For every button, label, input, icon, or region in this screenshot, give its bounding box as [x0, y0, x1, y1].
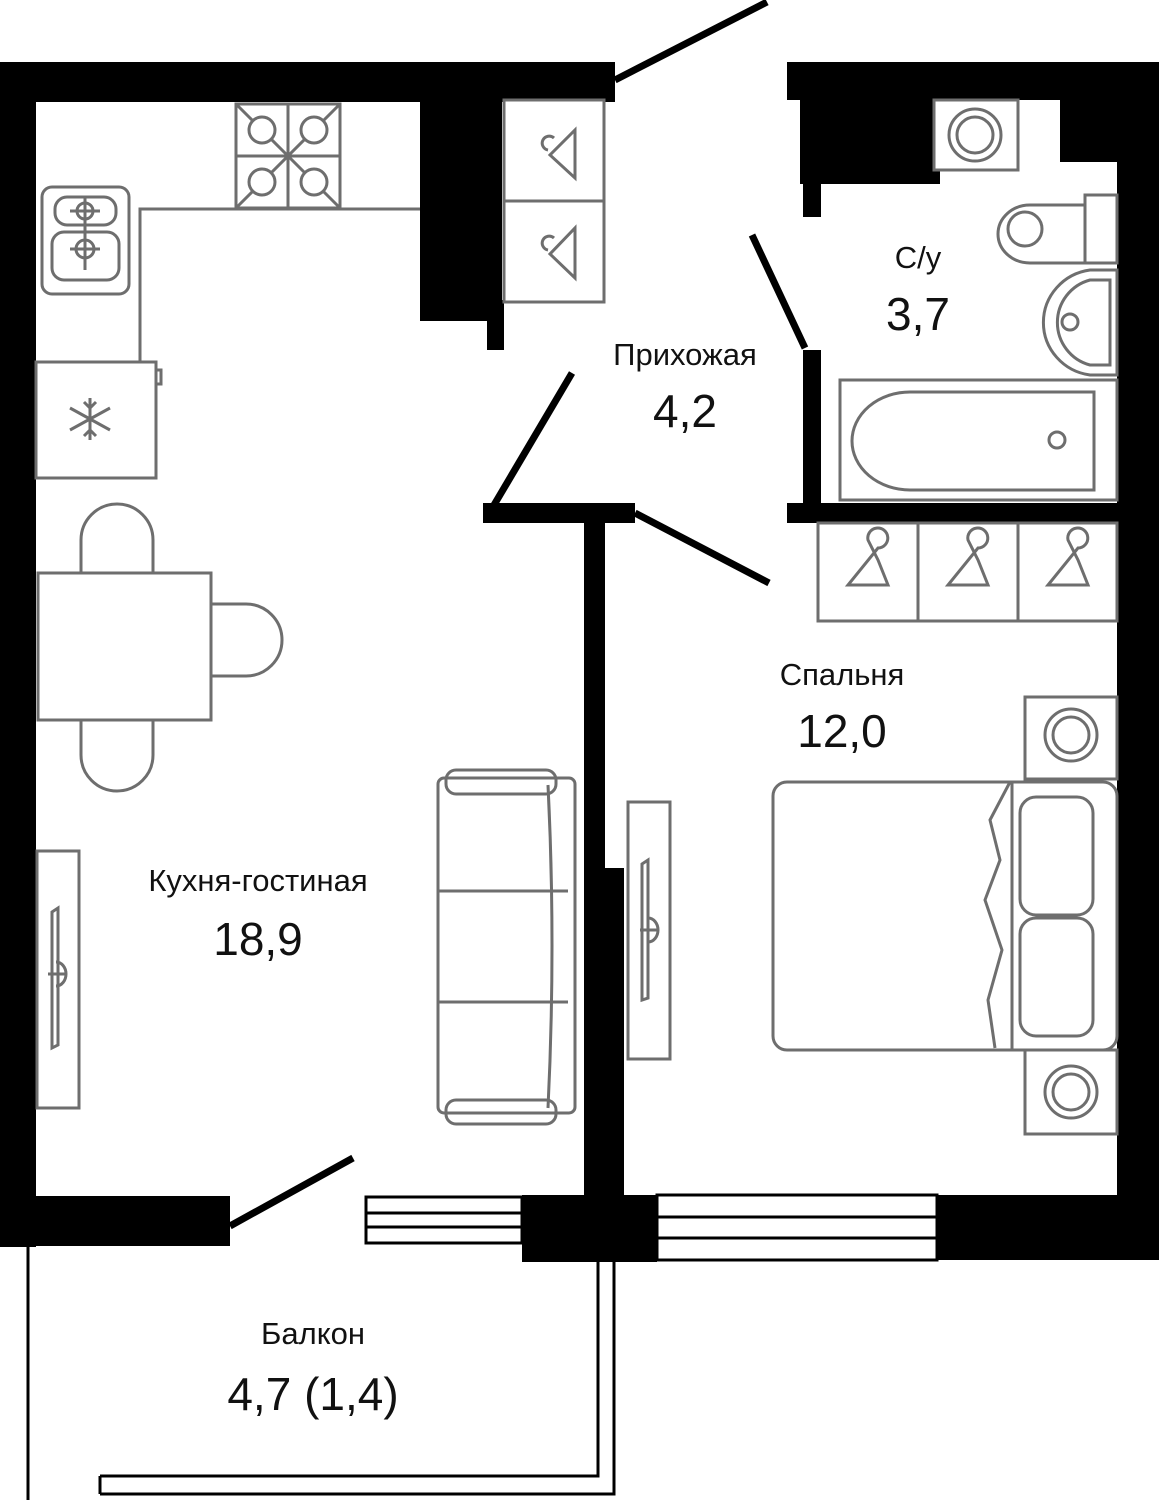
washing-machine-icon	[932, 98, 1020, 172]
tv-icon	[35, 849, 81, 1110]
windows	[364, 1193, 939, 1262]
kitchen-door	[490, 371, 576, 507]
doors	[228, 0, 809, 1230]
sink-icon	[40, 185, 131, 296]
bedroom-wardrobe	[816, 521, 1119, 623]
room-area-hallway: 4,2	[653, 385, 717, 437]
washbasin-icon	[1041, 268, 1119, 377]
room-name-hallway: Прихожая	[613, 337, 757, 372]
balcony-door	[228, 1154, 355, 1230]
bedroom-tv-icon	[626, 800, 672, 1061]
room-name-balcony: Балкон	[261, 1316, 365, 1351]
room-area-kitchen-living: 18,9	[213, 913, 303, 965]
wardrobe-hanger-icon	[540, 126, 577, 282]
entrance-door	[613, 0, 769, 84]
balcony-railing	[26, 1246, 616, 1500]
stove-icon	[234, 102, 342, 210]
room-name-bathroom: С/у	[895, 240, 942, 275]
fridge-icon	[34, 360, 163, 480]
room-area-bathroom: 3,7	[886, 288, 950, 340]
bathtub-icon	[838, 378, 1119, 502]
kitchen-counter	[138, 207, 420, 362]
room-name-bedroom: Спальня	[780, 657, 905, 692]
walls	[0, 62, 1159, 1262]
room-area-bedroom: 12,0	[797, 705, 887, 757]
sofa-icon	[436, 768, 577, 1126]
room-labels: Кухня-гостиная 18,9 Прихожая 4,2 С/у 3,7…	[148, 240, 950, 1420]
hallway-wardrobe	[502, 98, 606, 304]
room-name-kitchen-living: Кухня-гостиная	[148, 863, 367, 898]
dining-table-icon	[36, 502, 284, 793]
toilet-icon	[996, 193, 1119, 265]
bathroom-door	[748, 233, 809, 350]
bed-icon	[771, 695, 1119, 1136]
bedroom-door	[633, 509, 771, 587]
room-area-balcony: 4,7 (1,4)	[227, 1368, 398, 1420]
